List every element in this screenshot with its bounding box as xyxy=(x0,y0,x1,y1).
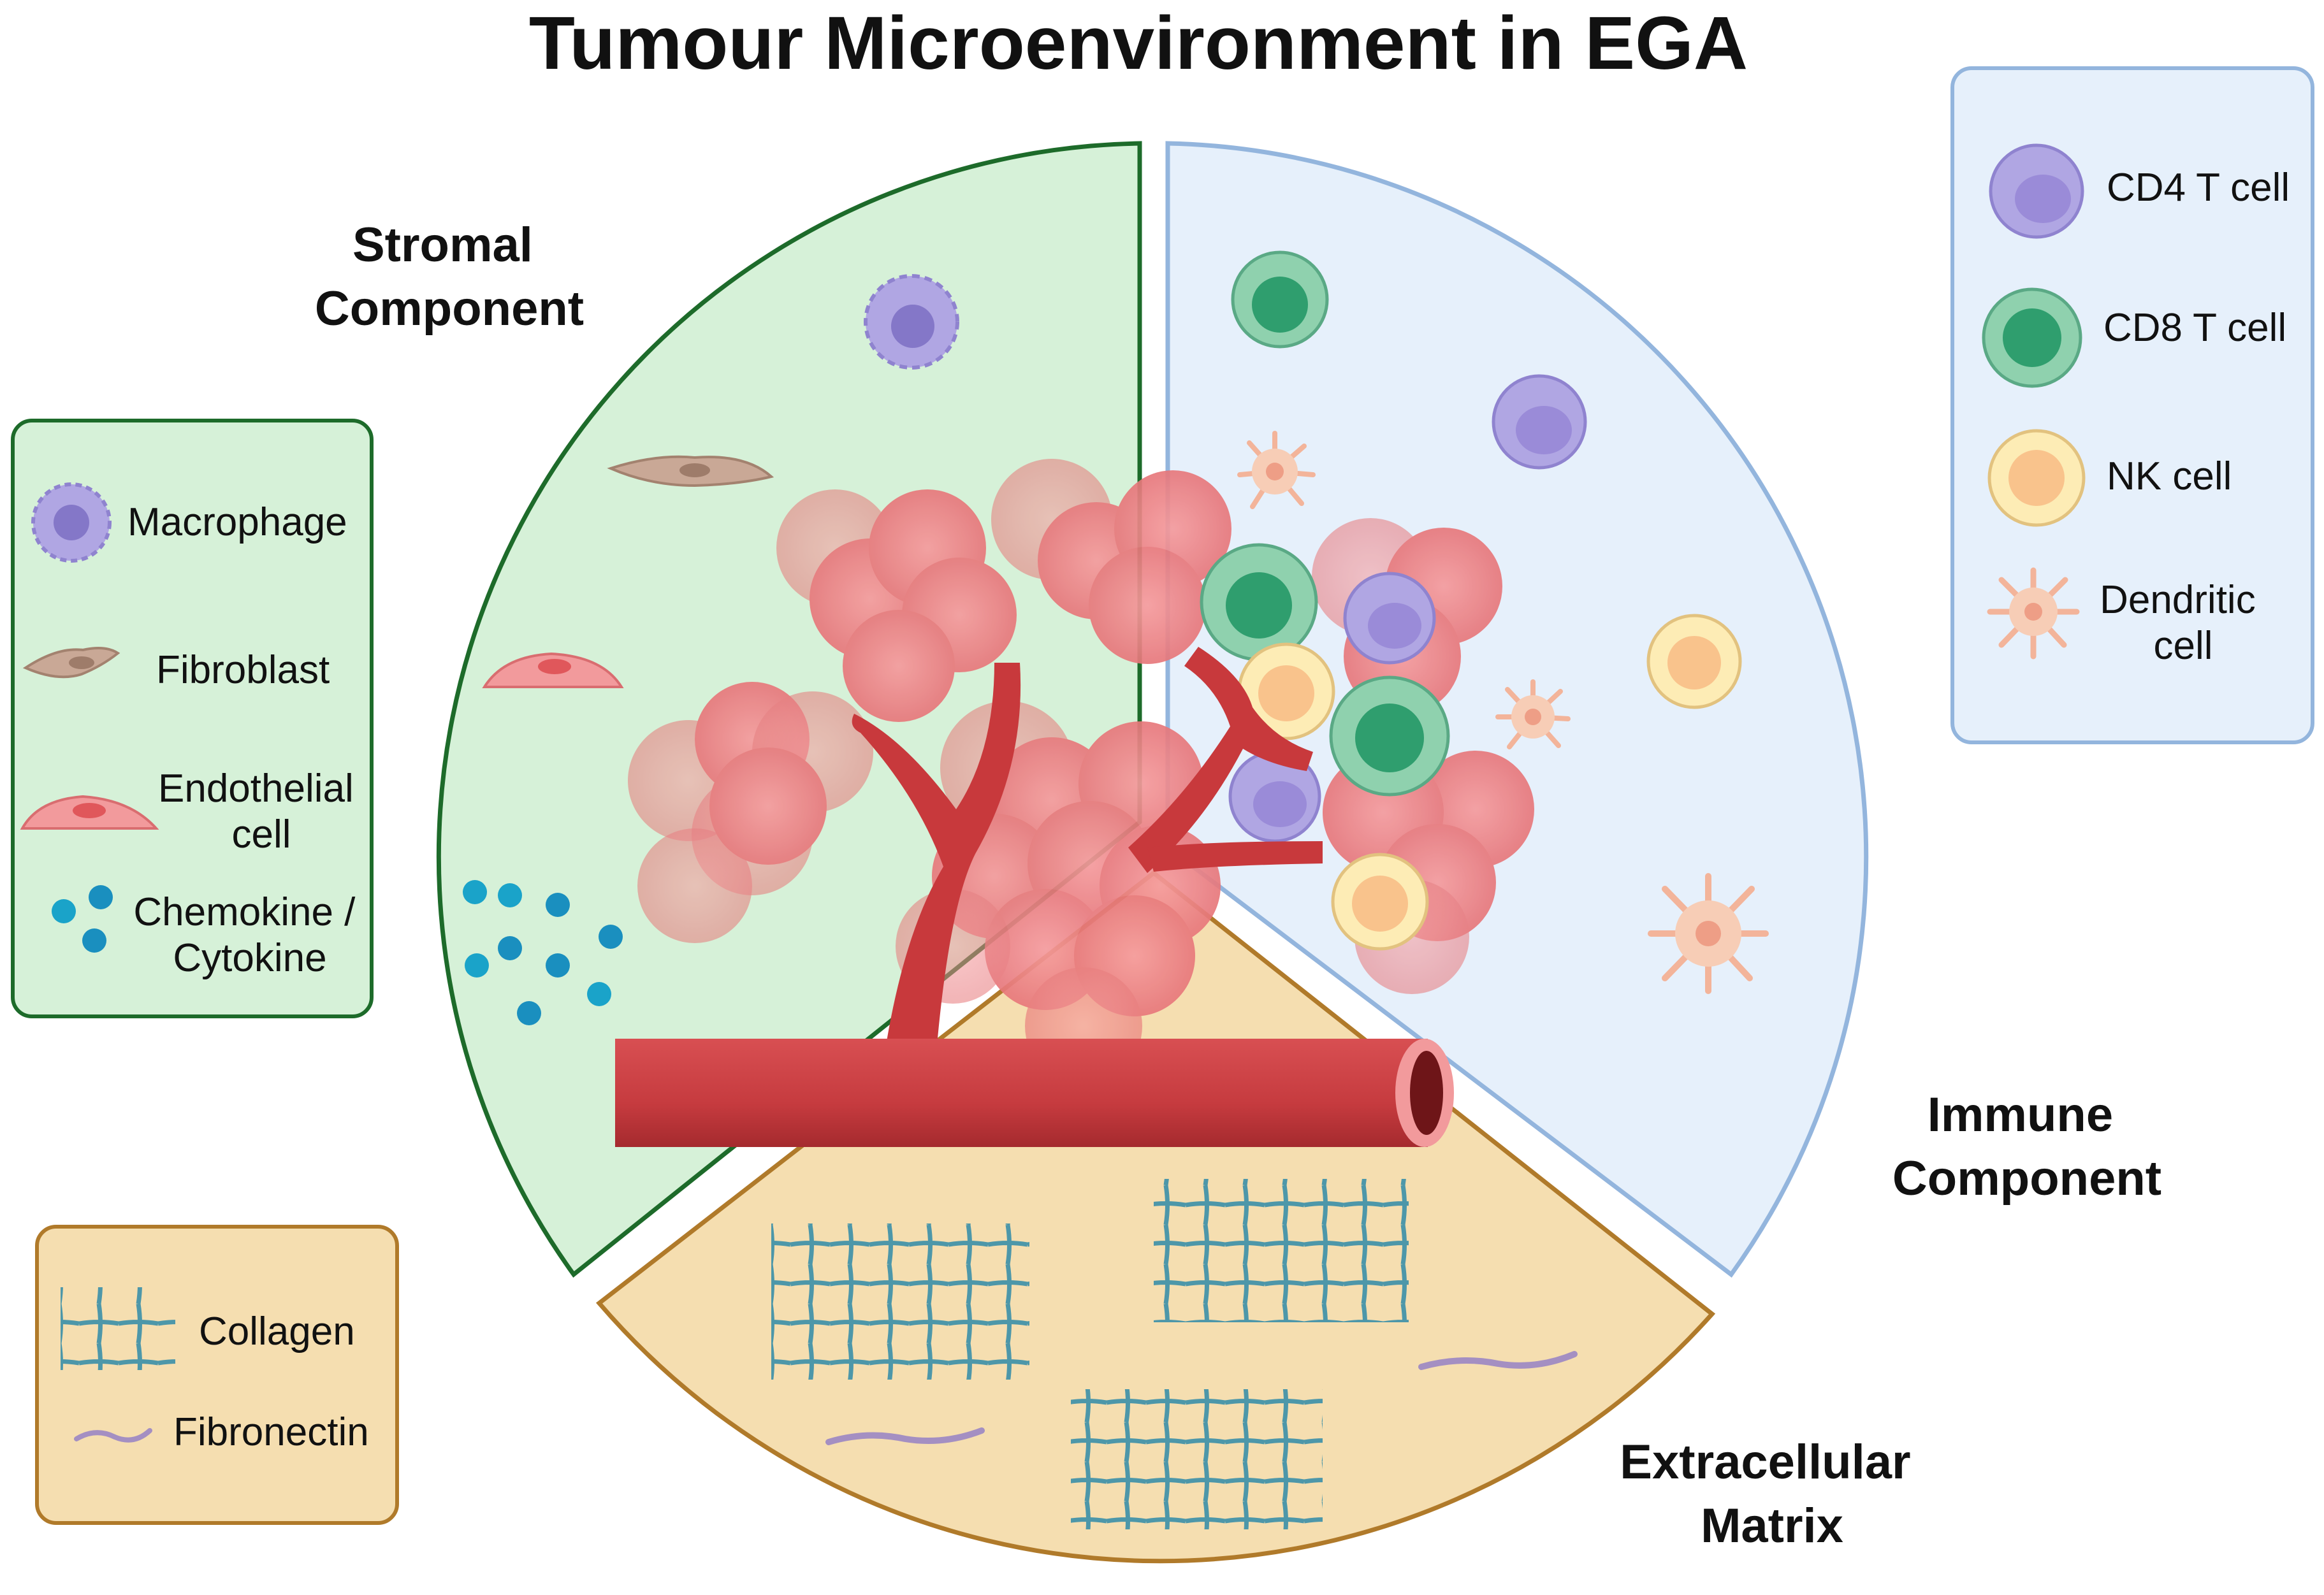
endothelial-cell-legend-label: Endothelial cell xyxy=(158,767,365,856)
stromal-fibroblast-illustration xyxy=(607,455,774,487)
ecm-fibronectin-illustration xyxy=(825,1351,1578,1445)
collagen-icon xyxy=(61,1287,175,1370)
collagen-legend-label: Collagen xyxy=(199,1310,355,1353)
immune-legend: CD4 T cell CD8 T cell NK cell xyxy=(1950,66,2314,744)
macrophage-icon xyxy=(31,482,112,563)
infiltrating-immune-cells xyxy=(1200,543,1450,951)
macrophage-legend-label: Macrophage xyxy=(127,500,347,544)
immune-cells-illustration xyxy=(1231,250,1769,994)
stromal-legend: Macrophage Fibroblast Endothelial cell C… xyxy=(11,419,374,1018)
fibroblast-icon xyxy=(22,646,120,679)
nk-cell-icon xyxy=(1987,429,2086,527)
extracellular-matrix-label: Extracellular Matrix xyxy=(1620,1435,1924,1553)
cd4-t-cell-legend-label: CD4 T cell xyxy=(2107,166,2290,210)
fibronectin-icon xyxy=(74,1428,152,1443)
cd8-t-cell-icon xyxy=(1982,287,2082,388)
stromal-endothelial-cell-illustration xyxy=(482,652,624,688)
nk-cell-legend-label: NK cell xyxy=(2107,454,2232,498)
fibronectin-legend-label: Fibronectin xyxy=(173,1410,369,1454)
endothelial-cell-icon xyxy=(20,795,159,830)
ecm-legend: Collagen Fibronectin xyxy=(35,1225,399,1525)
chemokine-cytokine-legend-label: Chemokine / Cytokine xyxy=(133,890,366,980)
blood-vessel xyxy=(615,647,1454,1147)
chemokine-cytokine-icon xyxy=(52,885,113,953)
fibroblast-legend-label: Fibroblast xyxy=(156,648,330,692)
stromal-chemokines-illustration xyxy=(463,880,623,1025)
dendritic-cell-legend-label: Dendritic cell xyxy=(2100,578,2267,668)
dendritic-cell-icon xyxy=(1987,567,2080,660)
immune-component-label: Immune Component xyxy=(1892,1088,2161,1206)
diagram-title: Tumour Microenvironment in EGA xyxy=(529,1,1748,85)
ecm-collagen-illustration xyxy=(771,1179,1409,1529)
cd8-t-cell-legend-label: CD8 T cell xyxy=(2103,306,2286,350)
cd4-t-cell-icon xyxy=(1989,143,2084,239)
stromal-component-label: Stromal Component xyxy=(315,218,584,336)
stromal-macrophage-illustration xyxy=(864,274,959,370)
